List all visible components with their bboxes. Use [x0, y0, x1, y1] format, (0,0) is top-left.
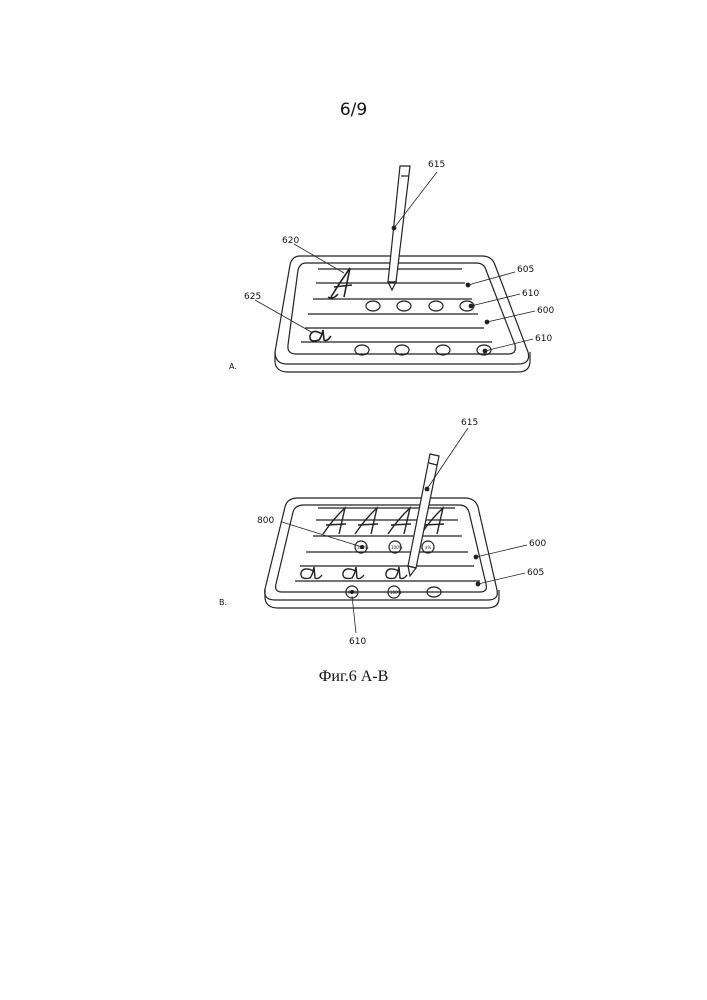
label-b-800: 800: [257, 516, 274, 526]
tablet-b-outer: [265, 498, 498, 600]
figure-caption: Фиг.6 А-В: [0, 668, 707, 686]
panel-label-a: A.: [229, 362, 237, 371]
score-text-b-1: 100%: [357, 545, 369, 550]
pen-a: [388, 166, 410, 290]
score-text-b-3: a%: [425, 545, 431, 550]
label-a-610-bottom: 610: [535, 334, 552, 344]
figure-a: [255, 166, 535, 372]
label-b-615: 615: [461, 418, 478, 428]
label-a-625: 625: [244, 292, 261, 302]
score-text-b-5: 100%: [390, 590, 402, 595]
panel-label-b: B.: [219, 598, 227, 607]
score-text-b-2: 100%: [391, 545, 403, 550]
tablet-a-inner: [288, 263, 515, 354]
button-a-2: [397, 301, 411, 311]
score-text-b-4: 90%: [348, 590, 357, 595]
label-b-600: 600: [529, 539, 546, 549]
pen-b: [408, 454, 439, 576]
label-a-610-top: 610: [522, 289, 539, 299]
label-a-620: 620: [282, 236, 299, 246]
figure-b: [265, 428, 527, 633]
label-a-600: 600: [537, 306, 554, 316]
letter-a-lower: [310, 330, 331, 341]
label-b-605: 605: [527, 568, 544, 578]
button-a-3: [429, 301, 443, 311]
label-a-605: 605: [517, 265, 534, 275]
button-a-1: [366, 301, 380, 311]
label-a-615: 615: [428, 160, 445, 170]
label-b-610: 610: [349, 637, 366, 647]
letters-a-row: [301, 567, 407, 579]
